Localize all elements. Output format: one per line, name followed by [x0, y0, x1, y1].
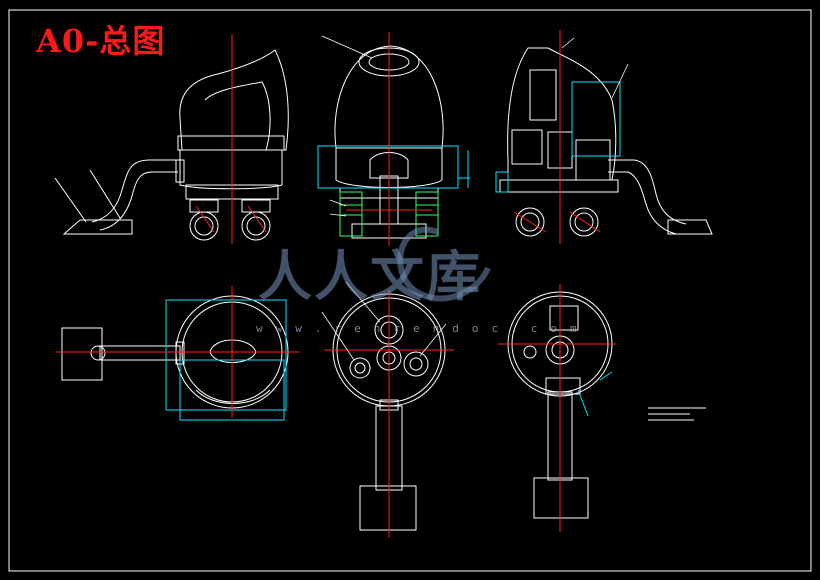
bottom-view-right-dims	[577, 371, 613, 417]
section-view-right-dims	[495, 81, 621, 193]
section-view-right-leaders	[561, 37, 629, 99]
front-view-center-dims	[317, 145, 470, 189]
technical-notes-block	[648, 407, 706, 421]
side-view-left	[54, 49, 289, 241]
watermark-logo-text: 人人文库	[258, 244, 482, 308]
front-view-center-centerlines	[346, 32, 432, 246]
section-view-right	[499, 47, 713, 237]
bottom-view-right-centerlines	[498, 284, 616, 532]
bottom-view-center-centerlines	[324, 290, 454, 538]
drawing-title: A0-总图	[36, 22, 166, 60]
bottom-view-center-leaders	[321, 281, 447, 361]
watermark-url: www.renrendoc.com	[256, 322, 590, 335]
drawing-border	[8, 9, 812, 572]
front-view-center-leaders	[321, 35, 373, 217]
watermark-emblem	[397, 226, 491, 302]
top-view-left-centerlines	[56, 286, 300, 418]
section-view-right-centerlines	[513, 30, 601, 244]
side-view-left-dims	[195, 34, 267, 244]
